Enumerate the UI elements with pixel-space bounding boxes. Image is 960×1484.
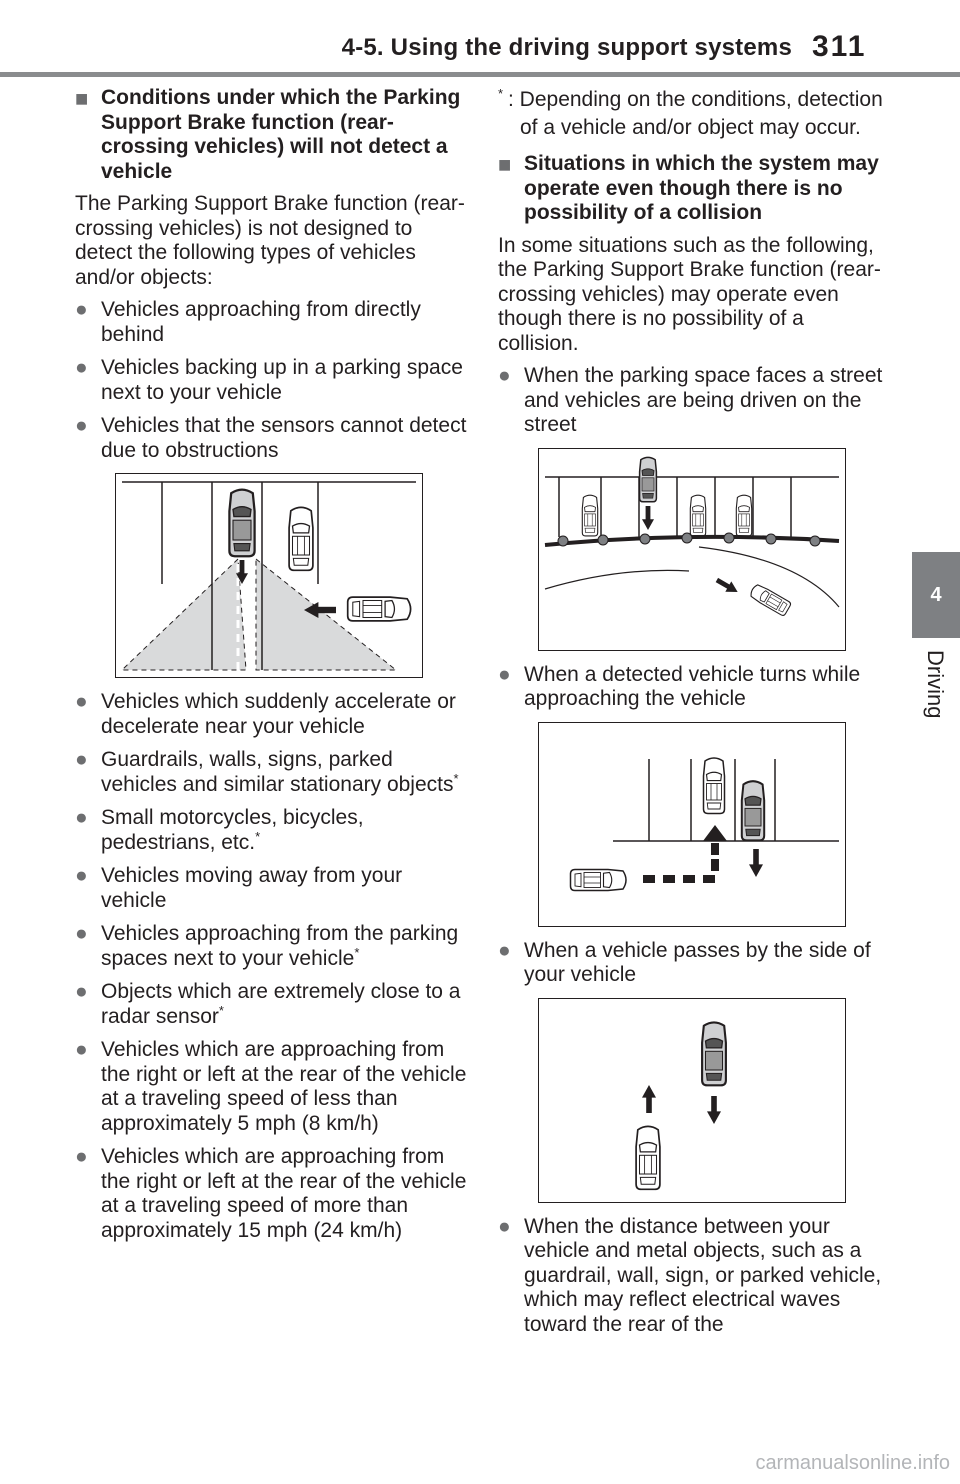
list-item: ● When the parking space faces a street … bbox=[498, 364, 883, 436]
list-item: ● When the distance between your vehicle… bbox=[498, 1214, 882, 1336]
bullet-dot-icon: ● bbox=[75, 1038, 88, 1061]
bullet-dot-icon: ● bbox=[75, 414, 88, 437]
bullet-dot-icon: ● bbox=[75, 298, 88, 321]
watermark: carmanualsonline.info bbox=[755, 1452, 950, 1474]
bullet-dot-icon: ● bbox=[75, 922, 88, 945]
figure-passing-vehicle bbox=[538, 997, 846, 1203]
list-item: ● Small motorcycles, bicycles, pedestria… bbox=[75, 806, 364, 854]
list-item: ● Vehicles moving away from your vehicle bbox=[75, 864, 403, 912]
list-item: ● Vehicles which are approaching from th… bbox=[75, 1038, 467, 1135]
list-item: ● Vehicles backing up in a parking space… bbox=[75, 356, 463, 404]
list-item: ● Vehicles approaching from directly beh… bbox=[75, 298, 421, 346]
list-item: ● Vehicles approaching from the parking … bbox=[75, 922, 459, 970]
list-item: ● When a vehicle passes by the side of y… bbox=[498, 938, 871, 987]
bullet-dot-icon: ● bbox=[75, 690, 88, 713]
right-column: * : Depending on the conditions, detecti… bbox=[498, 86, 890, 1346]
bullet-dot-icon: ● bbox=[75, 864, 88, 887]
bullet-dot-icon: ● bbox=[75, 748, 88, 771]
list-item: ● Guardrails, walls, signs, parked vehic… bbox=[75, 748, 459, 796]
section-heading-not-detect: ■ Conditions under which the Parking Sup… bbox=[75, 86, 461, 183]
section-heading-may-operate: ■ Situations in which the system may ope… bbox=[498, 152, 879, 224]
intro-paragraph: In some situations such as the following… bbox=[498, 233, 881, 355]
footnote-star: * bbox=[453, 770, 459, 786]
list-item: ● Objects which are extremely close to a… bbox=[75, 980, 461, 1028]
list-item: ● When a detected vehicle turns while ap… bbox=[498, 662, 861, 711]
left-column: ■ Conditions under which the Parking Sup… bbox=[75, 86, 467, 1252]
bullet-dot-icon: ● bbox=[498, 1214, 511, 1238]
bullet-dot-icon: ● bbox=[498, 662, 511, 686]
header-rule bbox=[0, 72, 960, 77]
square-bullet-icon: ■ bbox=[75, 86, 89, 111]
figure-street-parking bbox=[538, 447, 846, 651]
figure-obstruction bbox=[115, 473, 423, 678]
footnote-star: * bbox=[218, 1002, 224, 1018]
footnote-star: * bbox=[255, 828, 261, 844]
list-item: ● Vehicles that the sensors cannot detec… bbox=[75, 414, 467, 462]
footnote-star: * bbox=[354, 944, 360, 960]
list-item: ● Vehicles which are approaching from th… bbox=[75, 1145, 467, 1242]
footnote: * : Depending on the conditions, detecti… bbox=[498, 86, 883, 139]
intro-paragraph: The Parking Support Brake function (rear… bbox=[75, 192, 465, 289]
chapter-label: Driving bbox=[923, 650, 948, 719]
page-number: 311 bbox=[812, 30, 867, 63]
bullet-dot-icon: ● bbox=[498, 938, 511, 962]
page-header-title: 4-5. Using the driving support systems bbox=[341, 34, 792, 61]
square-bullet-icon: ■ bbox=[498, 152, 512, 177]
bullet-dot-icon: ● bbox=[75, 356, 88, 379]
chapter-tab[interactable]: 4 bbox=[912, 552, 960, 638]
bullet-dot-icon: ● bbox=[75, 980, 88, 1003]
list-item: ● Vehicles which suddenly accelerate or … bbox=[75, 690, 456, 738]
figure-turning-vehicle bbox=[538, 721, 846, 927]
bullet-dot-icon: ● bbox=[75, 1145, 88, 1168]
bullet-dot-icon: ● bbox=[498, 364, 511, 387]
bullet-dot-icon: ● bbox=[75, 806, 88, 829]
